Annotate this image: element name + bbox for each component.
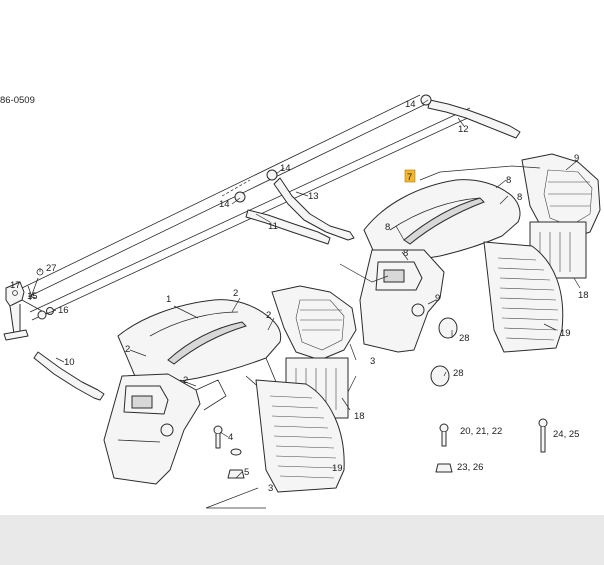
- callout-17: 17: [10, 280, 21, 291]
- callout-4: 4: [228, 432, 233, 443]
- callout-23-26: 23, 26: [457, 462, 483, 473]
- callout-2: 2: [233, 288, 238, 299]
- mudflap-left: [255, 379, 345, 493]
- callout-15: 15: [27, 291, 38, 302]
- leader-lines: [27, 99, 581, 509]
- callout-labels: 86-0509 1 2 2 2 2 3 3 4 5 7 8 8 8 8 9 9 …: [0, 95, 589, 494]
- hose-tubes: [33, 94, 521, 401]
- callout-13: 13: [308, 191, 319, 202]
- callout-24-25: 24, 25: [553, 429, 579, 440]
- callout-19: 19: [332, 463, 343, 474]
- callout-8: 8: [517, 192, 522, 203]
- fender-left: [117, 299, 282, 391]
- callout-16: 16: [58, 305, 69, 316]
- mounting-bracket: [3, 268, 54, 341]
- drawing-number: 86-0509: [0, 95, 35, 106]
- callout-2: 2: [266, 310, 271, 321]
- callout-8: 8: [385, 222, 390, 233]
- callout-9: 9: [435, 293, 440, 304]
- callout-14: 14: [405, 99, 416, 110]
- callout-14: 14: [280, 163, 291, 174]
- callout-7: 7: [407, 172, 412, 183]
- callout-28: 28: [459, 333, 470, 344]
- callout-3: 3: [268, 483, 273, 494]
- callout-9: 9: [574, 153, 579, 164]
- callout-19: 19: [560, 328, 571, 339]
- callout-11: 11: [268, 221, 278, 232]
- mudflap-right: [483, 241, 564, 353]
- callout-18: 18: [578, 290, 589, 301]
- callout-1: 1: [166, 294, 171, 305]
- callout-10: 10: [64, 357, 75, 368]
- bolt-hardware-right: [435, 418, 548, 473]
- callout-2: 2: [125, 344, 130, 355]
- mudflap-holder-left: [103, 373, 227, 485]
- highlight-marker: [404, 169, 416, 183]
- callout-3: 3: [370, 356, 375, 367]
- callout-5: 5: [244, 467, 249, 478]
- callout-27: 27: [46, 263, 57, 274]
- bolt-hardware-left: [213, 425, 245, 479]
- callout-2: 2: [183, 375, 188, 386]
- callout-12: 12: [458, 124, 469, 135]
- callout-28: 28: [453, 368, 464, 379]
- mudflap-holder-right: [359, 249, 445, 353]
- callout-18: 18: [354, 411, 365, 422]
- callout-14: 14: [219, 199, 230, 210]
- callout-8: 8: [506, 175, 511, 186]
- callout-20-21-22: 20, 21, 22: [460, 426, 502, 437]
- fender-right: [363, 179, 521, 267]
- callout-8: 8: [403, 248, 408, 259]
- washers: [430, 317, 458, 387]
